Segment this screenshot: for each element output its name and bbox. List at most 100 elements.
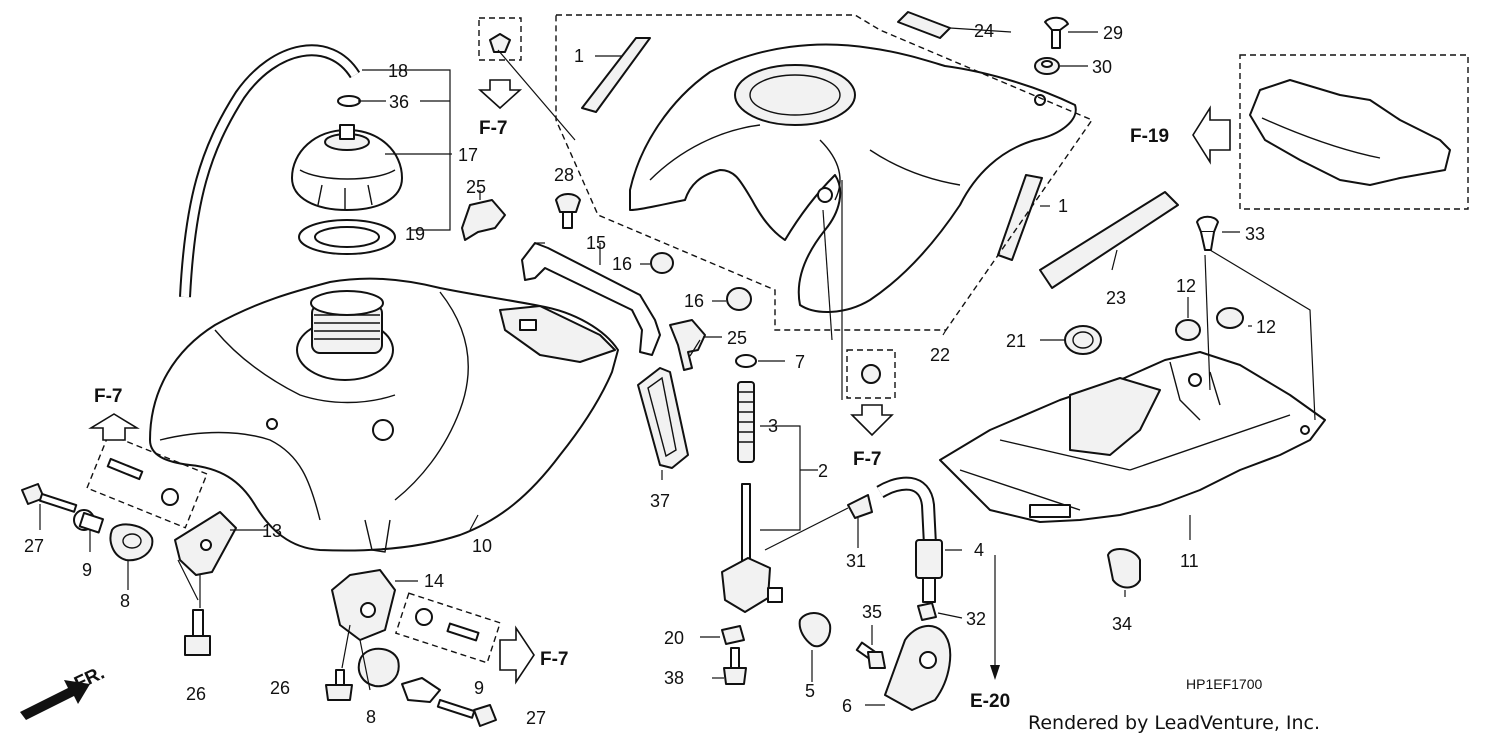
shield-plate[interactable] bbox=[1249, 79, 1451, 186]
washer-7[interactable] bbox=[735, 354, 757, 368]
clip-31[interactable] bbox=[847, 494, 873, 519]
stay-14[interactable] bbox=[331, 569, 396, 641]
cushion-8-bottom[interactable] bbox=[357, 647, 400, 688]
callout-10: 10 bbox=[472, 536, 492, 556]
fuel-tube-4[interactable] bbox=[876, 476, 943, 603]
arrow-f7-left bbox=[88, 413, 140, 441]
grommet-16-upper[interactable] bbox=[650, 252, 674, 274]
fuel-filter-3[interactable] bbox=[737, 381, 755, 463]
callout-27-left: 27 bbox=[24, 536, 44, 556]
arrow-f19 bbox=[1192, 105, 1231, 165]
valve-plate-6[interactable] bbox=[884, 625, 952, 711]
callout-17: 17 bbox=[458, 145, 478, 165]
screw-35[interactable] bbox=[855, 641, 886, 669]
callout-9-left: 9 bbox=[82, 560, 92, 580]
callout-14: 14 bbox=[424, 571, 444, 591]
callout-22: 22 bbox=[930, 345, 950, 365]
stay-25-left[interactable] bbox=[461, 199, 506, 241]
stay-13[interactable] bbox=[174, 511, 237, 576]
bolt-26-bottom[interactable] bbox=[325, 669, 353, 701]
fuel-valve-2[interactable] bbox=[721, 483, 783, 613]
collar-9-left[interactable] bbox=[73, 509, 105, 534]
grommet-16-lower[interactable] bbox=[726, 287, 752, 311]
callout-15: 15 bbox=[586, 233, 606, 253]
bolt-27-bottom[interactable] bbox=[436, 699, 497, 727]
callout-25-left: 25 bbox=[466, 177, 486, 197]
base-bracket[interactable] bbox=[939, 351, 1326, 523]
tank-shroud[interactable] bbox=[629, 43, 1077, 313]
diagram-code: HP1EF1700 bbox=[1186, 676, 1262, 692]
plug-12-left[interactable] bbox=[1175, 319, 1201, 341]
callout-18: 18 bbox=[388, 61, 408, 81]
clip-33[interactable] bbox=[1196, 215, 1219, 251]
strip-23[interactable] bbox=[1039, 191, 1179, 289]
inset-nut-top[interactable] bbox=[489, 33, 511, 53]
stay-25-right[interactable] bbox=[669, 319, 706, 371]
callout-1-right: 1 bbox=[1058, 196, 1068, 216]
callout-12-right: 12 bbox=[1256, 317, 1276, 337]
collar-9-bottom[interactable] bbox=[401, 677, 441, 703]
callout-11: 11 bbox=[1180, 551, 1199, 571]
cushion-24[interactable] bbox=[897, 11, 951, 39]
callout-37: 37 bbox=[650, 491, 670, 511]
callout-5: 5 bbox=[805, 681, 815, 701]
arrow-f7-bottom bbox=[499, 625, 535, 685]
inset-bolt-bottom[interactable] bbox=[415, 608, 480, 642]
inset-bolt-left[interactable] bbox=[106, 457, 179, 506]
callout-31: 31 bbox=[846, 551, 866, 571]
bolt-27-left[interactable] bbox=[21, 483, 78, 513]
inset-frame-bottom bbox=[394, 592, 502, 664]
callout-8-bottom: 8 bbox=[366, 707, 376, 727]
screw-29[interactable] bbox=[1044, 16, 1069, 49]
ref-f7-mid: F-7 bbox=[853, 449, 882, 470]
cushion-8-left[interactable] bbox=[109, 523, 154, 562]
inset-nut-mid[interactable] bbox=[861, 364, 881, 384]
ref-f7-left: F-7 bbox=[94, 386, 123, 407]
callout-19: 19 bbox=[405, 224, 425, 244]
ref-f7-top: F-7 bbox=[479, 118, 508, 139]
bolt-28[interactable] bbox=[555, 193, 581, 229]
ref-e20: E-20 bbox=[970, 691, 1010, 712]
inset-frame-top bbox=[478, 17, 522, 61]
bolt-26-left[interactable] bbox=[184, 609, 211, 656]
callout-8-left: 8 bbox=[120, 591, 130, 611]
shroud-strip-upper[interactable] bbox=[581, 37, 651, 113]
screw-38[interactable] bbox=[723, 647, 747, 685]
nut-30[interactable] bbox=[1034, 57, 1060, 75]
callout-6: 6 bbox=[842, 696, 852, 716]
callout-36: 36 bbox=[389, 92, 409, 112]
valve-knob-5[interactable] bbox=[798, 612, 832, 648]
gasket-19[interactable] bbox=[298, 219, 396, 255]
hose-clip-36[interactable] bbox=[337, 95, 361, 107]
grommet-21[interactable] bbox=[1064, 325, 1102, 355]
callout-20: 20 bbox=[664, 628, 684, 648]
arrow-e20 bbox=[990, 555, 1000, 680]
callout-25-right: 25 bbox=[727, 328, 747, 348]
callout-12-left: 12 bbox=[1176, 276, 1196, 296]
strap-37[interactable] bbox=[637, 367, 689, 469]
callout-32: 32 bbox=[966, 609, 986, 629]
callout-26-bottom: 26 bbox=[270, 678, 290, 698]
nut-20[interactable] bbox=[721, 625, 745, 645]
shroud-strip-right[interactable] bbox=[997, 174, 1043, 261]
inset-frame-mid bbox=[846, 349, 896, 399]
callout-33: 33 bbox=[1245, 224, 1265, 244]
clip-32[interactable] bbox=[917, 602, 937, 621]
leader-lines bbox=[39, 27, 1316, 706]
bracket-15[interactable] bbox=[521, 242, 661, 356]
callout-24: 24 bbox=[974, 21, 994, 41]
callout-23: 23 bbox=[1106, 288, 1126, 308]
fuel-tank[interactable] bbox=[149, 277, 619, 553]
callout-16-lower: 16 bbox=[684, 291, 704, 311]
callout-28: 28 bbox=[554, 165, 574, 185]
callout-7: 7 bbox=[795, 352, 805, 372]
clamp-34[interactable] bbox=[1107, 548, 1141, 589]
callout-1-upper: 1 bbox=[574, 46, 584, 66]
filler-cap-17[interactable] bbox=[291, 124, 403, 211]
plug-12-right[interactable] bbox=[1216, 307, 1244, 329]
callout-35: 35 bbox=[862, 602, 882, 622]
inset-frame-f19 bbox=[1239, 54, 1469, 210]
callout-9-bottom: 9 bbox=[474, 678, 484, 698]
arrow-f7-mid bbox=[850, 404, 894, 437]
